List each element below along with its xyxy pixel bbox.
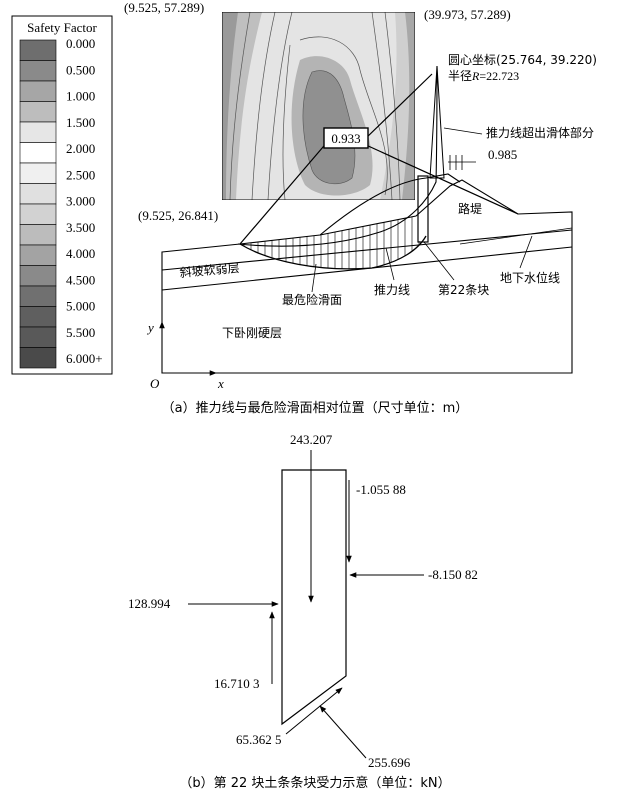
legend-swatch xyxy=(19,101,57,123)
slice-22-box xyxy=(417,175,429,243)
legend-title: Safety Factor xyxy=(27,20,97,35)
legend-swatch xyxy=(19,39,57,61)
origin-label: O xyxy=(150,376,160,391)
bottom-right-force-arrow xyxy=(319,705,367,759)
slope-weak-layer-label: 斜坡软弱层 xyxy=(179,261,240,280)
caption-a: （a）推力线与最危险滑面相对位置（尺寸单位：m） xyxy=(162,401,469,416)
legend-label: 0.000 xyxy=(66,36,95,51)
right-force-2-label: -8.150 82 xyxy=(428,567,478,582)
legend-labels: 0.000 0.500 1.000 1.500 2.000 2.500 3.000 3.500… xyxy=(66,36,103,366)
legend-swatch xyxy=(19,306,57,328)
legend-swatch xyxy=(19,265,57,287)
corner-top-left-label: (9.525, 57.289) xyxy=(124,0,204,15)
legend-swatch xyxy=(19,142,57,164)
critical-surface-label: 最危险滑面 xyxy=(282,292,342,307)
legend-label: 5.500 xyxy=(66,325,95,340)
bottom-left-force-arrow xyxy=(285,687,343,735)
sliding-body-outline xyxy=(319,173,461,236)
caption-b: （b）第 22 块土条条块受力示意（单位：kN） xyxy=(179,775,450,791)
bottom-right-force-label: 255.696 xyxy=(368,755,411,770)
panel-a: (9.525, 57.289) (39.973, 57.289) (9.525,… xyxy=(124,0,597,416)
legend-label: 0.500 xyxy=(66,62,95,77)
safety-contour-map xyxy=(222,12,415,200)
legend-swatch xyxy=(19,60,57,82)
legend-swatch xyxy=(19,80,57,102)
legend-label: 4.500 xyxy=(66,272,95,287)
corner-top-right-label: (39.973, 57.289) xyxy=(424,7,511,22)
radius-label: 半径R=22.723 xyxy=(448,69,519,83)
legend-swatches xyxy=(19,39,57,369)
legend-label: 5.000 xyxy=(66,299,95,314)
thrust-line xyxy=(237,65,438,247)
legend-swatch xyxy=(19,162,57,184)
slope-weak-layer-top xyxy=(161,229,573,271)
legend-swatch xyxy=(19,121,57,143)
legend-swatch xyxy=(19,326,57,348)
legend-label: 3.500 xyxy=(66,220,95,235)
panel-b: 243.207 -1.055 88 -8.150 82 128.994 16.7… xyxy=(128,432,478,791)
legend-label: 2.500 xyxy=(66,167,95,182)
top-force-label: 243.207 xyxy=(290,432,333,447)
thrust-line-exceed-spike xyxy=(429,65,445,179)
legend-label: 1.000 xyxy=(66,89,95,104)
groundwater-line-path xyxy=(459,227,573,245)
legend-swatch xyxy=(19,347,57,369)
slice-22-label: 第22条块 xyxy=(438,283,489,297)
legend-label: 6.000+ xyxy=(66,351,103,366)
coordinate-axes xyxy=(159,321,217,376)
dimension-0985 xyxy=(448,155,476,170)
embankment-label: 路堤 xyxy=(458,201,482,216)
bedrock-layer-label: 下卧刚硬层 xyxy=(222,326,282,340)
value-0985: 0.985 xyxy=(488,147,517,162)
groundwater-line-label: 地下水位线 xyxy=(500,270,560,285)
legend-swatch xyxy=(19,224,57,246)
left-lower-force-label: 16.710 3 xyxy=(214,676,260,691)
legend-swatch xyxy=(19,183,57,205)
center-coordinate-label: 圆心坐标(25.764, 39.220) xyxy=(448,53,597,67)
axis-y-label: y xyxy=(146,320,154,335)
min-factor-value: 0.933 xyxy=(331,131,360,146)
legend-swatch xyxy=(19,244,57,266)
legend-label: 2.000 xyxy=(66,141,95,156)
legend-label: 3.000 xyxy=(66,194,95,209)
axis-x-label: x xyxy=(217,376,224,391)
bottom-left-force-label: 65.362 5 xyxy=(236,732,282,747)
thrust-exceed-label: 推力线超出滑体部分 xyxy=(486,125,594,140)
min-factor-box xyxy=(323,127,369,149)
corner-bottom-left-label: (9.525, 26.841) xyxy=(138,208,218,223)
right-force-1-label: -1.055 88 xyxy=(356,482,406,497)
critical-slip-surface xyxy=(239,235,427,270)
thrust-line-label: 推力线 xyxy=(374,283,410,297)
safety-factor-legend: Safety Factor 0.000 0.500 1.000 1.500 2.000 2… xyxy=(11,15,113,375)
legend-label: 1.500 xyxy=(66,115,95,130)
legend-swatch xyxy=(19,285,57,307)
radius-lines xyxy=(239,73,519,245)
slice-22-body xyxy=(281,469,347,726)
leader-lines xyxy=(311,235,533,293)
legend-swatch xyxy=(19,203,57,225)
legend-label: 4.000 xyxy=(66,246,95,261)
left-force-label: 128.994 xyxy=(128,596,171,611)
